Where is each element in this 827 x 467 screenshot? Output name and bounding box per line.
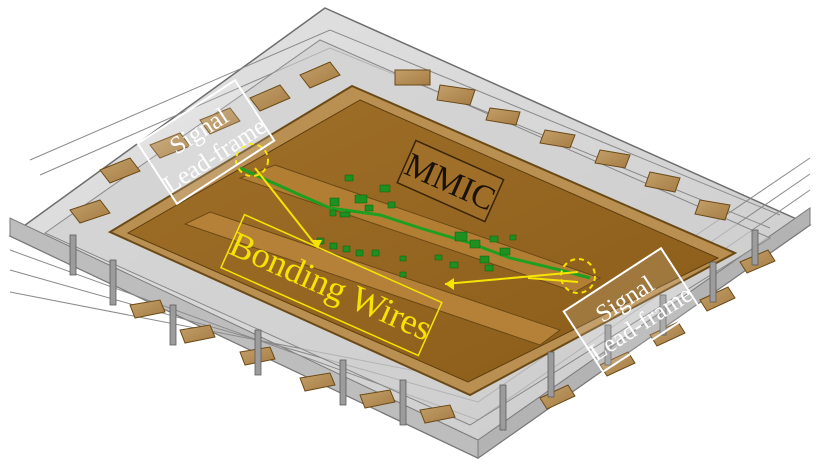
transmission-strip-lower: [183, 211, 562, 346]
arrowhead-left: [310, 240, 322, 248]
signal-leadframe-right-box: [562, 246, 702, 374]
bonding-wires-label-box: [219, 213, 443, 357]
bonding-wire-arrows: [254, 167, 579, 290]
mmic-circuit: [239, 166, 591, 280]
lead-frame-tabs: [69, 61, 776, 424]
mmic-substrate: [107, 84, 738, 397]
signal-leadframe-left-box: [136, 78, 276, 206]
signal-bond-highlight-right: [560, 258, 596, 294]
arrowhead-right: [445, 278, 454, 290]
signal-bond-highlight-left: [235, 143, 269, 177]
mmic-label-box: [396, 139, 505, 223]
rf-trace: [239, 166, 591, 280]
vias: [69, 229, 759, 431]
